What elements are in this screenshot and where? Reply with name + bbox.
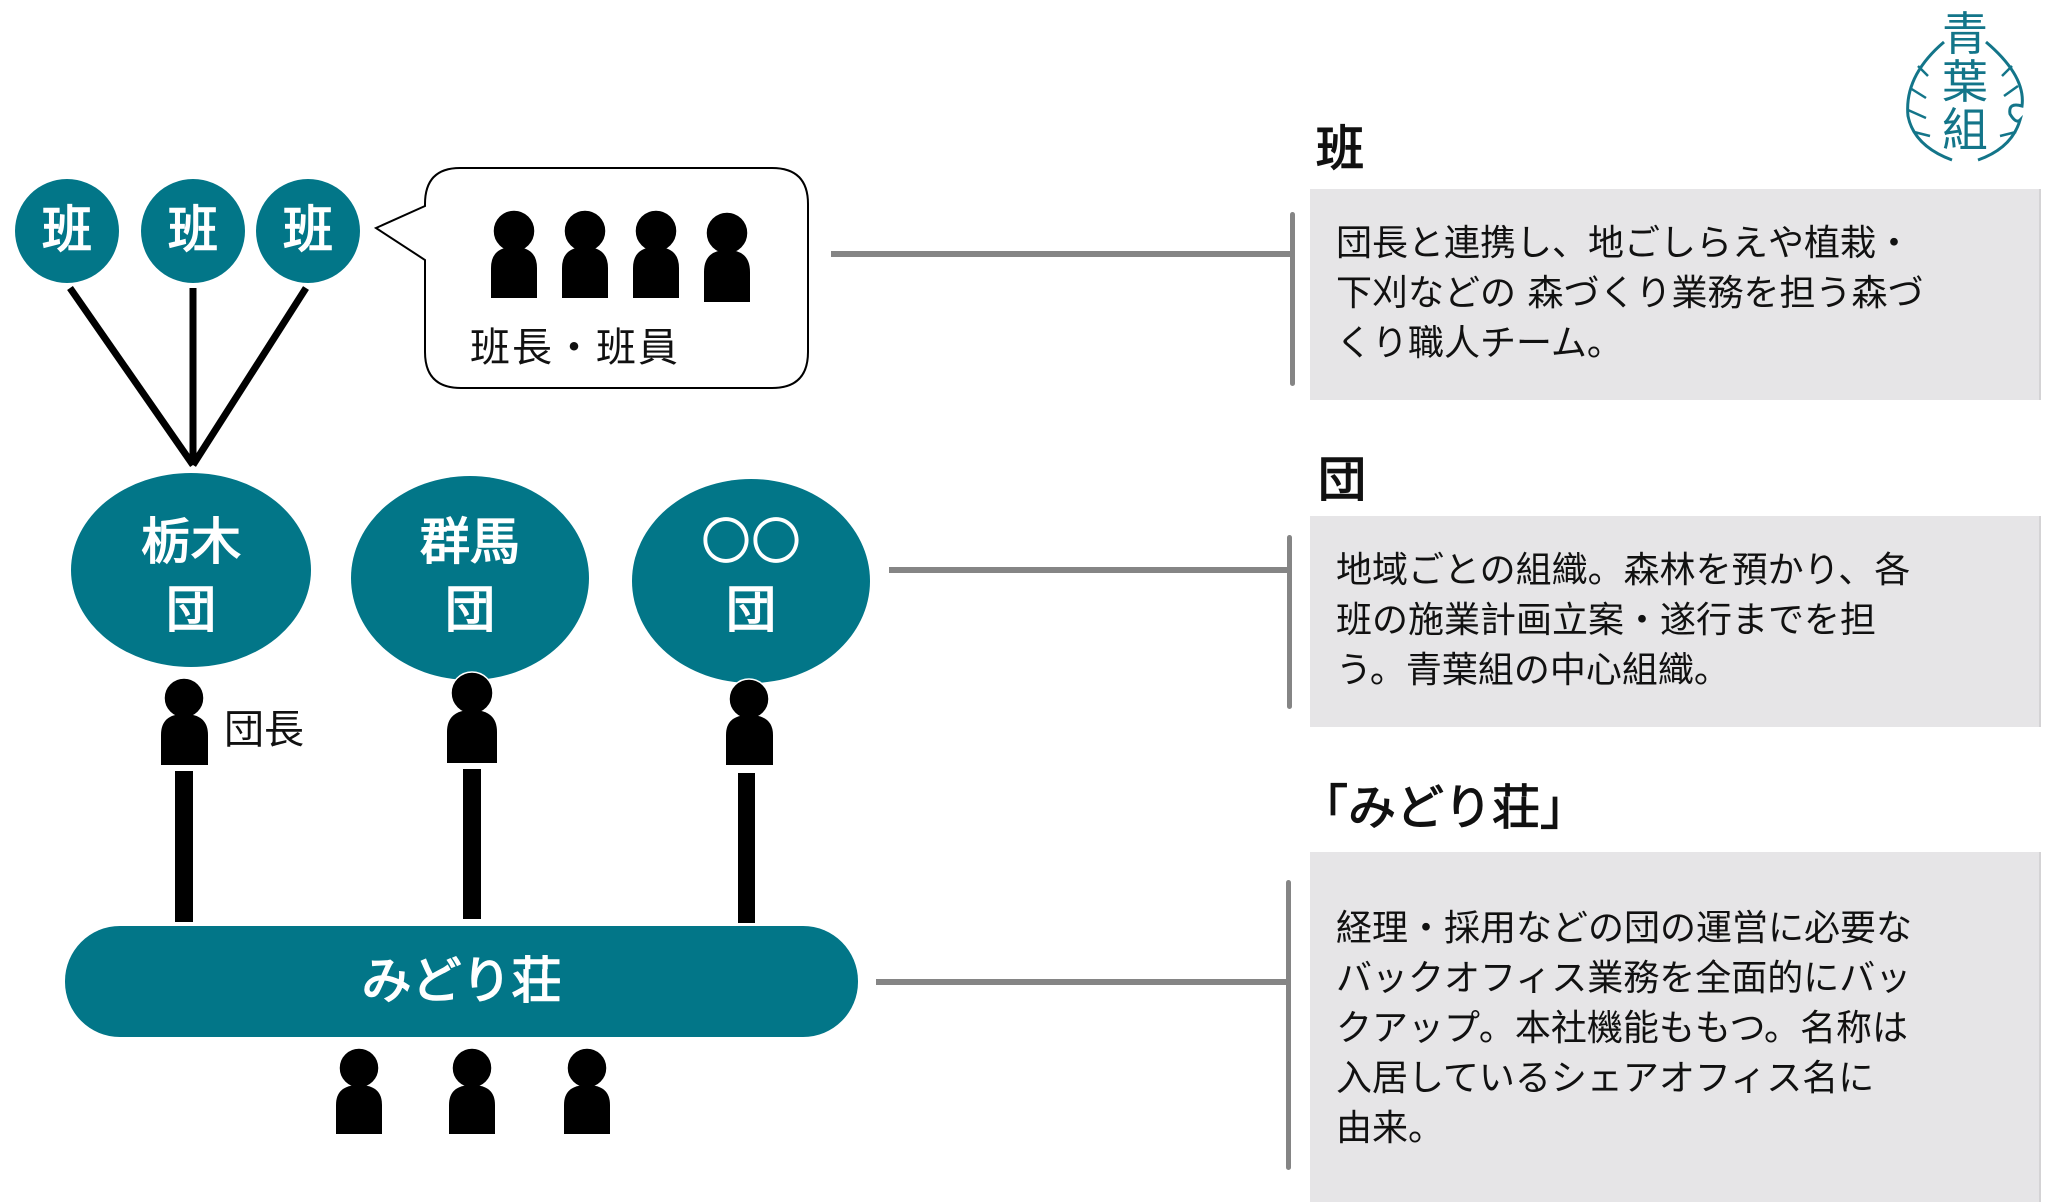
description-line: 下刈などの 森づくり業務を担う森づ	[1336, 273, 1924, 314]
logo-char: 葉	[1942, 55, 1988, 109]
bubble-members-label: 班長・班員	[470, 325, 680, 371]
person-icon	[633, 209, 679, 298]
section-heading-han: 班	[1316, 121, 1365, 177]
section-heading-dan: 団	[1318, 452, 1367, 508]
leader-stem-3	[738, 773, 755, 923]
leader-person-icon	[447, 671, 497, 763]
person-icon	[704, 211, 750, 302]
description-box-midori: 経理・採用などの団の運営に必要な バックオフィス業務を全面的にバッ クアップ。本…	[1310, 852, 2041, 1202]
dan-node-name: 〇〇	[701, 513, 801, 571]
description-line: 団長と連携し、地ごしらえや植栽・	[1336, 223, 1913, 264]
han-node-circle-1	[15, 179, 119, 283]
logo-text: 青 葉 組	[1934, 10, 1996, 154]
bracket-midori	[1286, 880, 1291, 1170]
han-node-label: 班	[42, 201, 92, 259]
leader-label: 団長	[224, 707, 304, 753]
dan-node-suffix: 団	[726, 581, 776, 639]
midori-bar-label: みどり荘	[361, 952, 562, 1010]
han-node-circle-3	[256, 179, 360, 283]
staff-person-icon	[564, 1047, 610, 1134]
dan-node-ellipse-3	[632, 479, 870, 683]
midori-bar	[65, 926, 858, 1037]
connector-han	[831, 251, 1294, 257]
leaf-logo-shape	[1906, 40, 2024, 162]
han-node-circle-2	[141, 179, 245, 283]
section-heading-midori: 「みどり荘」	[1299, 780, 1589, 836]
description-line: 地域ごとの組織。森林を預かり、各	[1336, 550, 1911, 591]
person-icon	[491, 209, 537, 298]
dan-node-label: 群馬 団	[370, 508, 570, 644]
leader-stem-1	[175, 771, 193, 922]
bracket-dan	[1287, 535, 1292, 709]
description-line: う。青葉組の中心組織。	[1336, 650, 1730, 691]
description-line: クアップ。本社機能ももつ。名称は	[1336, 1008, 1909, 1049]
staff-person-icon	[336, 1047, 382, 1134]
staff-person-icon	[449, 1047, 495, 1134]
description-line: くり職人チーム。	[1336, 323, 1623, 364]
han-node-label: 班	[168, 201, 218, 259]
dan-node-suffix: 団	[445, 581, 495, 639]
leader-person-icon	[726, 678, 773, 765]
description-line: 班の施業計画立案・遂行までを担	[1336, 600, 1877, 641]
dan-node-label: 栃木 団	[91, 508, 291, 644]
leaf-logo-icon: 青 葉 組	[1900, 6, 2030, 166]
han-node-label: 班	[283, 201, 333, 259]
leader-stem-2	[463, 769, 481, 919]
dan-node-name: 群馬	[420, 513, 520, 571]
han-link-line-1	[67, 286, 196, 467]
bracket-han	[1290, 212, 1295, 386]
leader-person-icon	[161, 677, 208, 765]
description-line: 由来。	[1336, 1108, 1445, 1149]
dan-node-label: 〇〇 団	[651, 508, 851, 644]
dan-node-ellipse-2	[351, 476, 589, 680]
description-box-han: 団長と連携し、地ごしらえや植栽・ 下刈などの 森づくり業務を担う森づ くり職人チ…	[1310, 189, 2041, 400]
description-line: バックオフィス業務を全面的にバッ	[1336, 958, 1912, 999]
connector-dan	[889, 567, 1292, 573]
description-line: 経理・採用などの団の運営に必要な	[1336, 908, 1913, 949]
connector-midori	[876, 979, 1290, 985]
dan-node-ellipse-1	[71, 473, 311, 667]
logo-char: 組	[1942, 103, 1988, 157]
han-link-line-3	[190, 286, 309, 467]
dan-node-name: 栃木	[141, 513, 241, 571]
person-icon	[562, 209, 608, 298]
dan-node-suffix: 団	[166, 581, 216, 639]
description-box-dan: 地域ごとの組織。森林を預かり、各 班の施業計画立案・遂行までを担 う。青葉組の中…	[1310, 516, 2041, 727]
description-line: 入居しているシェアオフィス名に	[1336, 1058, 1875, 1099]
logo-char: 青	[1942, 7, 1988, 61]
